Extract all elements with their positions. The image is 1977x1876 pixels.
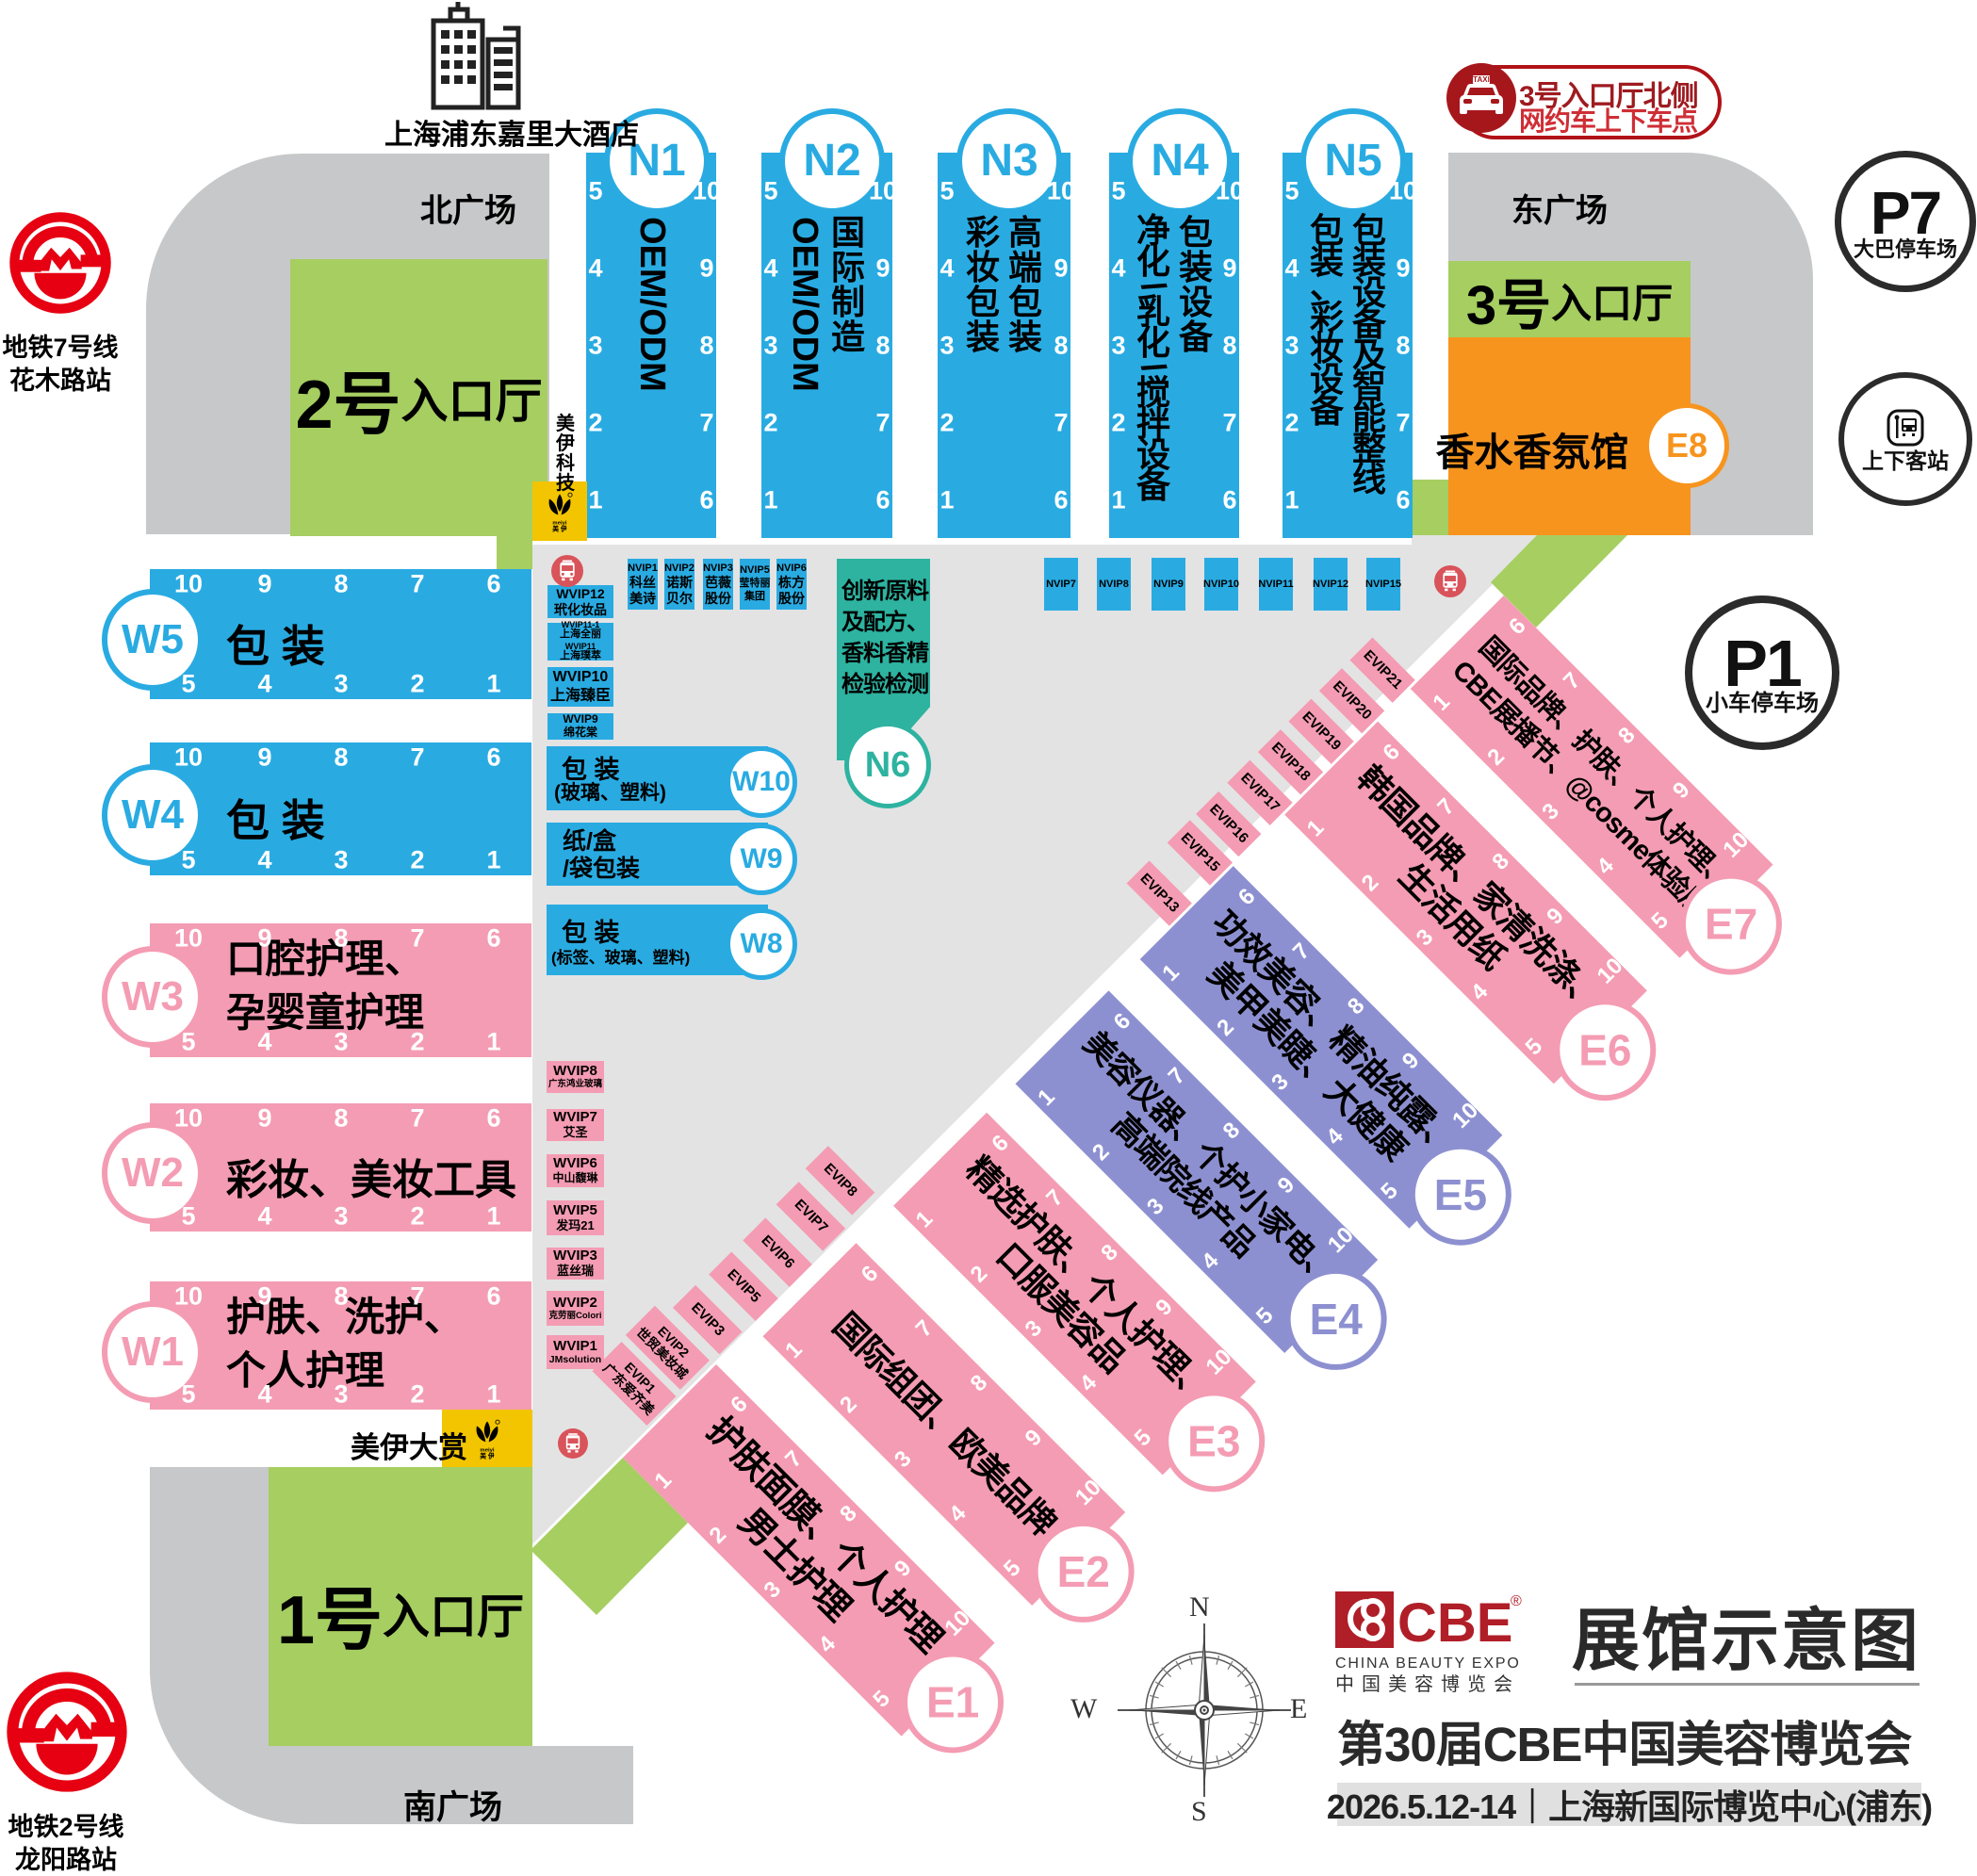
svg-text:CBE: CBE [1397, 1592, 1512, 1654]
svg-text:meiyi: meiyi [552, 520, 566, 526]
svg-text:meiyi: meiyi [480, 1447, 494, 1453]
svg-text:中国美容博览会: 中国美容博览会 [1335, 1673, 1520, 1692]
svg-text:CHINA BEAUTY EXPO: CHINA BEAUTY EXPO [1335, 1656, 1521, 1672]
svg-text:®: ® [1511, 1593, 1522, 1609]
svg-text:美 伊: 美 伊 [480, 1451, 495, 1460]
svg-text:TAXI: TAXI [1473, 75, 1490, 84]
svg-text:美 伊: 美 伊 [552, 524, 567, 532]
